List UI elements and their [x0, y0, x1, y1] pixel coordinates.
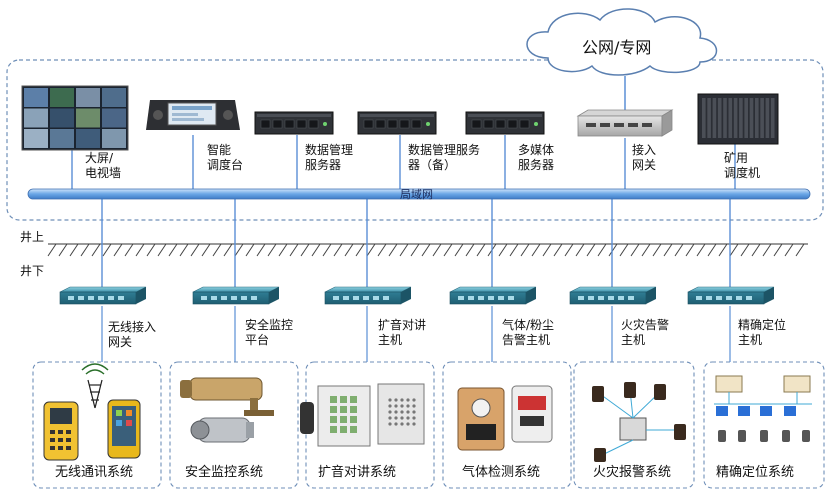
server-rack-2 — [357, 111, 437, 135]
system-box-fire — [573, 361, 695, 489]
host-label-fire: 火灾告警 主机 — [621, 318, 670, 347]
device-label-mine-dispatcher: 矿用 调度机 — [724, 151, 761, 180]
host-label-position: 精确定位 主机 — [738, 318, 787, 347]
down-links — [101, 198, 731, 290]
surface-frame — [6, 59, 824, 221]
system-box-security — [169, 361, 299, 489]
system-label-fire: 火灾报警系统 — [593, 465, 672, 480]
host-label-gas: 气体/粉尘 告警主机 — [502, 318, 555, 347]
switch-icon — [324, 286, 412, 305]
switch-icon — [59, 286, 147, 305]
system-label-position: 精确定位系统 — [716, 465, 795, 480]
system-box-gas — [442, 361, 572, 489]
system-box-intercom — [305, 361, 435, 489]
cloud-label: 公网/专网 — [582, 38, 652, 57]
mine-dispatcher-image — [697, 93, 779, 145]
server-rack-3 — [465, 111, 545, 135]
switch-icon — [449, 286, 537, 305]
system-box-wireless — [32, 361, 162, 489]
camera-image — [180, 377, 274, 443]
gas-detector-image — [457, 385, 553, 451]
switch-icon — [569, 286, 657, 305]
host-label-intercom: 扩音对讲 主机 — [378, 318, 427, 347]
host-label-wireless: 无线接入 网关 — [108, 320, 157, 349]
system-label-intercom: 扩音对讲系统 — [318, 465, 397, 480]
device-label-access-gateway: 接入 网关 — [632, 143, 657, 172]
fire-alarm-image — [592, 382, 686, 462]
system-label-wireless: 无线通讯系统 — [55, 465, 134, 480]
access-gateway-image — [576, 109, 674, 137]
system-box-position — [703, 361, 825, 489]
top-links — [71, 135, 736, 190]
device-label-data-server: 数据管理 服务器 — [305, 143, 354, 172]
lan-label: 局域网 — [400, 188, 433, 201]
sub-links — [101, 306, 731, 362]
cloud-shape — [526, 8, 718, 76]
lan-pipe — [27, 188, 811, 200]
intercom-image — [300, 383, 425, 447]
server-rack-1 — [254, 111, 334, 135]
system-label-security: 安全监控系统 — [185, 465, 264, 480]
console-image — [146, 100, 240, 130]
positioning-image — [714, 375, 812, 442]
label-above-ground: 井上 — [20, 230, 45, 244]
device-label-data-server-backup: 数据管理服务 器（备） — [408, 143, 481, 172]
device-label-console: 智能 调度台 — [207, 143, 244, 172]
video-wall-image — [21, 85, 129, 151]
switch-icon — [687, 286, 775, 305]
host-label-security: 安全监控 平台 — [245, 318, 294, 347]
system-label-gas: 气体检测系统 — [462, 465, 541, 480]
ground-line — [47, 243, 808, 257]
phone-devices-image — [43, 363, 141, 461]
label-below-ground: 井下 — [20, 264, 45, 278]
switch-icon — [192, 286, 280, 305]
device-label-big-screen: 大屏/ 电视墙 — [85, 151, 122, 180]
device-label-media-server: 多媒体 服务器 — [518, 143, 555, 172]
